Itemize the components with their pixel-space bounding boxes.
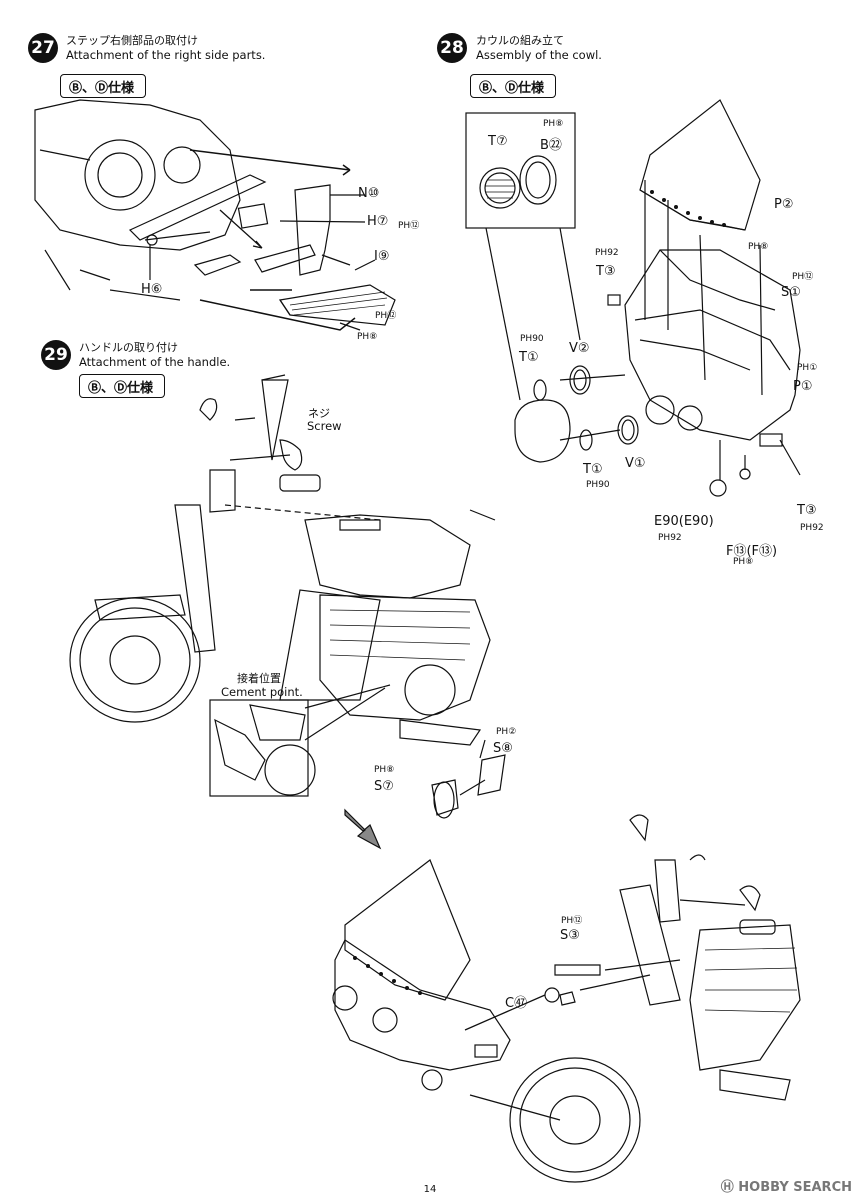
- label-s7-ph: PH⑧: [374, 765, 395, 775]
- label-t1-ph-a: PH90: [520, 334, 544, 344]
- label-b22: B㉒: [540, 138, 562, 153]
- label-e90: E90(E90): [654, 514, 714, 529]
- label-p2-ph: PH⑧: [748, 242, 769, 252]
- step27-number: 27: [28, 33, 58, 63]
- label-t3-ph-b: PH92: [800, 523, 824, 533]
- label-s1: S①: [781, 285, 801, 300]
- step29-spec-badge: Ⓑ、Ⓓ仕様: [79, 374, 165, 398]
- page-number: 14: [423, 1184, 437, 1195]
- step27-title-jp: ステップ右側部品の取付け: [66, 34, 198, 47]
- label-t1-a: T①: [519, 350, 539, 365]
- label-t3-a: T③: [596, 264, 616, 279]
- label-f13-ph: PH⑧: [733, 557, 754, 567]
- label-v2: V②: [569, 341, 590, 356]
- label-s7: S⑦: [374, 779, 394, 794]
- step29-number: 29: [41, 340, 71, 370]
- label-s8-ph: PH②: [496, 727, 517, 737]
- label-n10: N⑩: [358, 186, 380, 201]
- label-ph8-cover: PH⑧: [543, 119, 564, 129]
- label-t1-b: T①: [583, 462, 603, 477]
- label-screw-en: Screw: [307, 419, 342, 433]
- label-f13: F⑬(F⑬): [726, 544, 778, 559]
- final-drawing: [332, 814, 801, 1183]
- step27-title-en: Attachment of the right side parts.: [66, 48, 266, 62]
- label-t1-ph-b: PH90: [586, 480, 610, 490]
- label-p1-ph: PH①: [797, 363, 818, 373]
- step28-number: 28: [437, 33, 467, 63]
- label-i9-ph: PH⑫: [375, 311, 397, 321]
- label-h7: H⑦: [367, 214, 389, 229]
- step29-title-jp: ハンドルの取り付け: [79, 341, 178, 354]
- label-i9: I⑨: [374, 249, 390, 264]
- label-h6: H⑥: [141, 282, 163, 297]
- label-s8: S⑧: [493, 741, 513, 756]
- step27-drawing: [34, 99, 396, 331]
- label-p2: P②: [774, 197, 794, 212]
- step28-spec-badge: Ⓑ、Ⓓ仕様: [470, 74, 556, 98]
- step28-drawing: [465, 99, 801, 497]
- label-final-s3-ph: PH⑫: [561, 916, 583, 926]
- watermark: Ⓗ HOBBY SEARCH: [720, 1180, 852, 1195]
- label-h7-ph: PH⑫: [398, 221, 420, 231]
- step28-title-jp: カウルの組み立て: [476, 34, 564, 47]
- step28-title-en: Assembly of the cowl.: [476, 48, 602, 62]
- label-s1-ph: PH⑫: [792, 272, 814, 282]
- label-cement-jp: 接着位置: [237, 672, 281, 685]
- label-t3-ph-a: PH92: [595, 248, 619, 258]
- step29-drawing: [69, 374, 506, 819]
- label-final-s3: S③: [560, 928, 580, 943]
- label-screw-jp: ネジ: [308, 407, 330, 420]
- step29-title-en: Attachment of the handle.: [79, 355, 231, 369]
- label-cement-en: Cement point.: [221, 685, 303, 699]
- label-p1: P①: [793, 379, 813, 394]
- label-ph8-27: PH⑧: [357, 332, 378, 342]
- label-t7: T⑦: [488, 134, 508, 149]
- step27-spec-badge: Ⓑ、Ⓓ仕様: [60, 74, 146, 98]
- label-final-c47: C㊼: [505, 996, 528, 1011]
- label-e90-ph: PH92: [658, 533, 682, 543]
- label-t3-b: T③: [797, 503, 817, 518]
- label-v1: V①: [625, 456, 646, 471]
